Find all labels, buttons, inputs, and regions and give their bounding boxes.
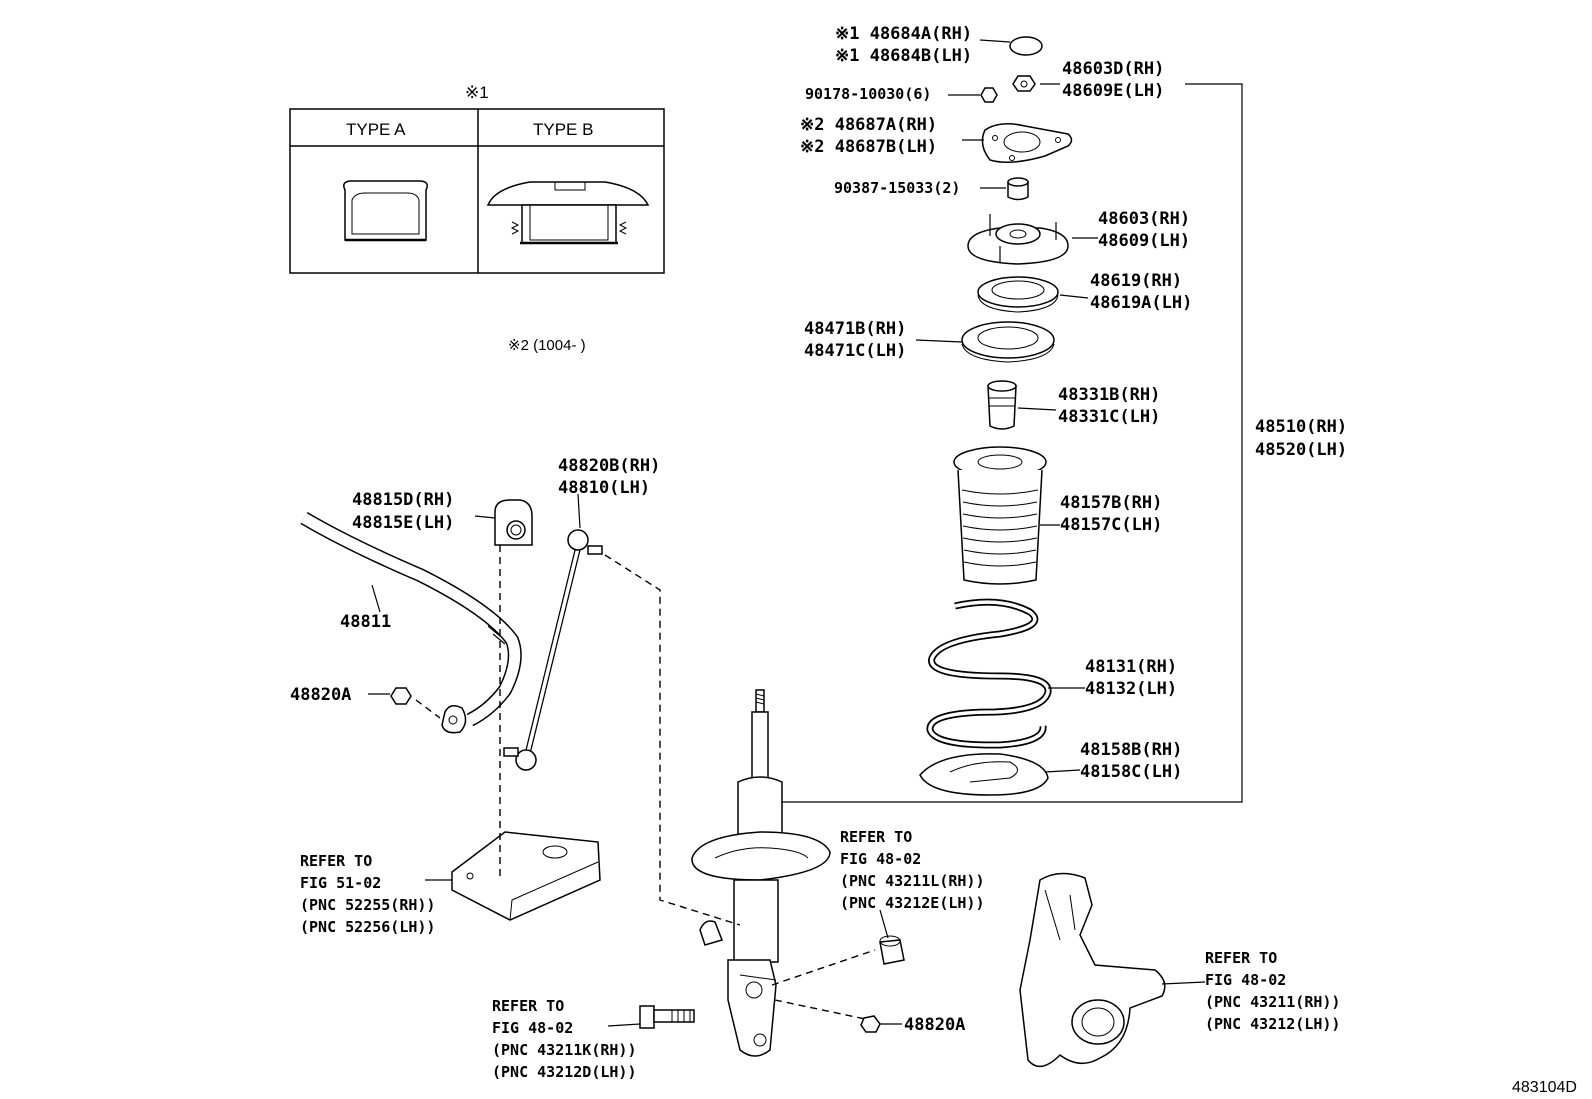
- ref43211-line4: (PNC 43212(LH)): [1205, 1015, 1340, 1033]
- ref43211k-line4: (PNC 43212D(LH)): [492, 1063, 637, 1081]
- label-48132: 48132(LH): [1085, 679, 1177, 699]
- label-48820a-left: 48820A: [290, 685, 351, 705]
- ref43211-line1: REFER TO: [1205, 949, 1277, 967]
- ref51-line2: FIG 51-02: [300, 874, 381, 892]
- label-90387: 90387-15033(2): [834, 179, 960, 197]
- nut-48603d: [770, 75, 1243, 803]
- label-48619a: 48619A(LH): [1090, 293, 1192, 313]
- label-48603: 48603(RH): [1098, 209, 1190, 229]
- label-48815d: 48815D(RH): [352, 490, 454, 510]
- ref43211-line2: FIG 48-02: [1205, 971, 1286, 989]
- bumper-48331: [987, 380, 1057, 430]
- boot-48157: [953, 446, 1060, 585]
- label-48471c: 48471C(LH): [804, 341, 906, 361]
- label-48131: 48131(RH): [1085, 657, 1177, 677]
- bushing-48815: [474, 499, 533, 546]
- insulator-48158: [919, 753, 1081, 796]
- ref43211l-line1: REFER TO: [840, 828, 912, 846]
- nut-90178: [948, 87, 998, 103]
- nut-43211l: [879, 909, 905, 965]
- collar-90387: [980, 177, 1029, 201]
- label-48687b: ※2 48687B(LH): [800, 137, 937, 157]
- cap-type-a-drawing: [343, 180, 428, 242]
- inset-marker: ※1: [465, 83, 489, 102]
- cap-type-b-drawing: [486, 181, 650, 245]
- seat-48619: [977, 276, 1089, 313]
- seat-48471: [915, 321, 1055, 363]
- label-48158c: 48158C(LH): [1080, 762, 1182, 782]
- type-b-header: TYPE B: [533, 120, 593, 139]
- label-48820a-bottom: 48820A: [904, 1015, 965, 1035]
- label-48815e: 48815E(LH): [352, 513, 454, 533]
- ref51-line1: REFER TO: [300, 852, 372, 870]
- label-48619: 48619(RH): [1090, 271, 1182, 291]
- label-48609e: 48609E(LH): [1062, 81, 1164, 101]
- label-48157c: 48157C(LH): [1060, 515, 1162, 535]
- bolt: [607, 1005, 695, 1029]
- label-48603d: 48603D(RH): [1062, 59, 1164, 79]
- label-48609: 48609(LH): [1098, 231, 1190, 251]
- note-2: ※2 (1004- ): [508, 337, 586, 354]
- ref43211l-line4: (PNC 43212E(LH)): [840, 894, 985, 912]
- figure-code: 483104D: [1512, 1079, 1577, 1096]
- steering-knuckle: [1019, 872, 1206, 1068]
- label-48331c: 48331C(LH): [1058, 407, 1160, 427]
- body-bracket: [425, 831, 601, 921]
- shock-absorber-48510: [691, 689, 831, 1057]
- type-a-header: TYPE A: [346, 120, 406, 139]
- plate-48687: [962, 123, 1073, 163]
- labels: ※1 48684A(RH) ※1 48684B(LH) 48603D(RH) 4…: [290, 24, 1577, 1096]
- label-48471b: 48471B(RH): [804, 319, 906, 339]
- label-48811: 48811: [340, 612, 391, 632]
- label-48158b: 48158B(RH): [1080, 740, 1182, 760]
- label-48684a: ※1 48684A(RH): [835, 24, 972, 44]
- stabilizer-link-48820b: [503, 493, 603, 771]
- ref43211k-line1: REFER TO: [492, 997, 564, 1015]
- ref43211k-line3: (PNC 43211K(RH)): [492, 1041, 637, 1059]
- mount-48603: [967, 214, 1098, 265]
- ref43211k-line2: FIG 48-02: [492, 1019, 573, 1037]
- label-48820b: 48820B(RH): [558, 456, 660, 476]
- ref51-line3: (PNC 52255(RH)): [300, 896, 435, 914]
- coil-spring-48131: [926, 598, 1085, 749]
- ref43211l-line2: FIG 48-02: [840, 850, 921, 868]
- label-48687a: ※2 48687A(RH): [800, 115, 937, 135]
- label-48810: 48810(LH): [558, 478, 650, 498]
- label-48510: 48510(RH): [1255, 417, 1347, 437]
- label-48520: 48520(LH): [1255, 440, 1347, 460]
- ref43211l-line3: (PNC 43211L(RH)): [840, 872, 985, 890]
- ref43211-line3: (PNC 43211(RH)): [1205, 993, 1340, 1011]
- label-48157b: 48157B(RH): [1060, 493, 1162, 513]
- ref51-line4: (PNC 52256(LH)): [300, 918, 435, 936]
- label-90178: 90178-10030(6): [805, 85, 931, 103]
- nut-48820a-left: [368, 687, 412, 705]
- label-48331b: 48331B(RH): [1058, 385, 1160, 405]
- inset-table: ※1 TYPE A TYPE B: [289, 83, 665, 274]
- cap-48684: [979, 36, 1043, 56]
- nut-48820a-bottom: [860, 1015, 902, 1033]
- label-48684b: ※1 48684B(LH): [835, 46, 972, 66]
